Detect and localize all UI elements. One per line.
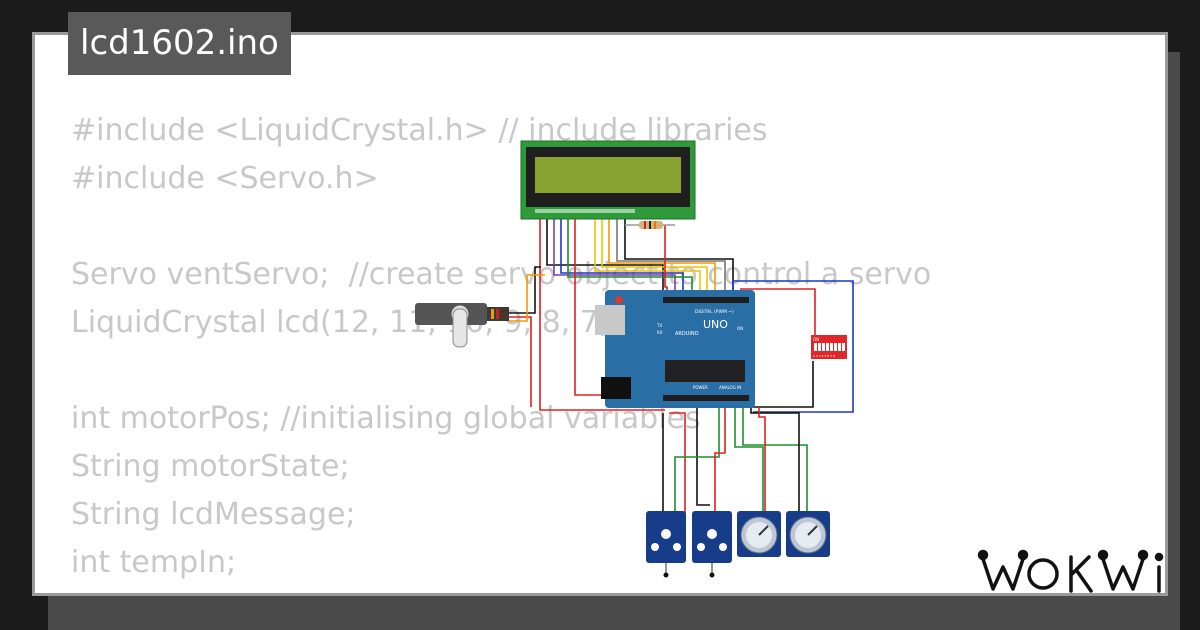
wires — [509, 215, 854, 515]
dip-switch-positions: 1 2 3 4 5 6 7 8 — [813, 354, 835, 358]
rx-label: RX — [657, 330, 663, 335]
sketch-title: lcd1602.ino — [68, 12, 291, 75]
code-line: String motorState; — [71, 449, 350, 484]
digital-header-label: DIGITAL (PWM ~) — [695, 309, 734, 315]
servo-motor — [415, 303, 509, 348]
power-header-label: POWER — [693, 385, 708, 390]
board-model-label: UNO — [703, 318, 728, 331]
resistor — [625, 221, 675, 229]
arduino-uno-board: DIGITAL (PWM ~) UNO ARDUINO TX RX ON POW… — [595, 290, 755, 408]
potentiometer — [786, 511, 830, 557]
ntc-temperature-sensor — [646, 511, 686, 578]
dip-switch-on-label: ON — [813, 337, 819, 342]
analog-header-label: ANALOG IN — [719, 385, 741, 390]
potentiometer — [737, 511, 781, 557]
lcd-display — [520, 140, 696, 220]
tx-label: TX — [656, 323, 662, 328]
circuit-diagram: DIGITAL (PWM ~) UNO ARDUINO TX RX ON POW… — [415, 140, 854, 578]
dip-switch: ON 1 2 3 4 5 6 7 8 — [811, 335, 847, 359]
code-line: int tempIn; — [71, 545, 237, 580]
preview-card: #include <LiquidCrystal.h> // include li… — [32, 32, 1168, 596]
ntc-temperature-sensor — [692, 511, 732, 578]
wokwi-logo — [977, 549, 1164, 593]
board-brand-label: ARDUINO — [675, 331, 699, 337]
on-label: ON — [737, 326, 743, 331]
code-line: #include <Servo.h> — [71, 161, 379, 196]
code-line: String lcdMessage; — [71, 497, 356, 532]
